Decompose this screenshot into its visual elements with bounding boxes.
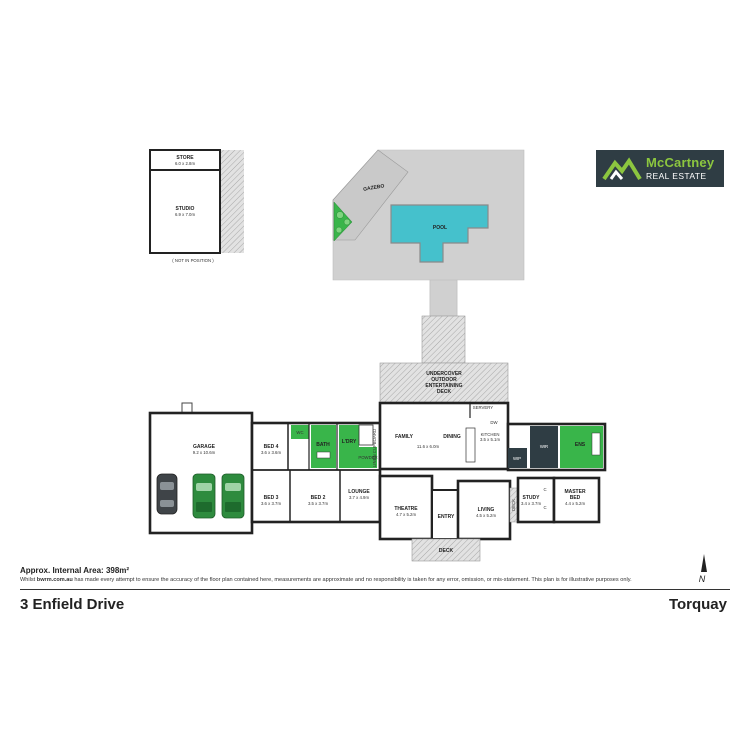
studio-room (149, 169, 221, 254)
pool (390, 204, 489, 263)
garage-door-annex (181, 402, 193, 414)
master-label-line2: BED (570, 495, 581, 501)
car-icon (156, 473, 178, 515)
master-label: MASTER (564, 489, 586, 495)
plant-icon (336, 211, 344, 219)
kitchen-island (465, 427, 476, 463)
car-icon (192, 473, 216, 519)
bed4-dims: 3.6 x 3.6m (261, 450, 281, 455)
kitchen-dims: 3.5 x 5.1m (480, 437, 500, 442)
servery-label: SERVERY (473, 405, 494, 410)
linen-cupboard-label: LINEN CUPBOARD (372, 429, 377, 467)
plant-icon (343, 218, 351, 226)
logo-name: McCartney (646, 155, 715, 170)
master-bed (552, 476, 601, 524)
wir-label: WIR (540, 444, 548, 449)
bed2-dims: 3.5 x 3.7m (308, 501, 328, 506)
gazebo (332, 149, 409, 241)
entry-label: ENTRY (438, 514, 455, 520)
disclaimer: Whilst bwrm.com.au has made every attemp… (20, 577, 632, 583)
ldry-room (339, 425, 359, 468)
kitchen-label: KITCHEN (481, 432, 500, 437)
studio-dims: 6.9 x 7.0m (175, 212, 195, 217)
divider (20, 589, 730, 590)
disclaimer-site[interactable]: bwrm.com.au (36, 577, 73, 583)
store-dims: 6.0 x 2.8m (175, 161, 195, 166)
powder-room (359, 447, 377, 468)
deck-label-line1: UNDERCOVER (426, 371, 462, 377)
studio-label: STUDIO (176, 206, 195, 212)
property-suburb: Torquay (668, 596, 727, 613)
wip-room (508, 448, 527, 468)
path-to-house (429, 279, 458, 317)
bath-vanity (316, 451, 331, 459)
wir-room (530, 426, 558, 468)
deck-label-line3: ENTERTAINING (425, 383, 462, 389)
living-dims: 4.5 x 5.2m (476, 513, 496, 518)
wil-room (358, 424, 374, 446)
lounge-label: LOUNGE (348, 489, 370, 495)
wc-label: WC (296, 430, 303, 435)
store-label: STORE (176, 155, 194, 161)
house: GARAGE 9.2 x 10.6m BED 4 3.6 x 3.6m BATH (148, 401, 607, 562)
front-deck (411, 538, 481, 562)
gazebo-label: GAZEBO (363, 183, 385, 193)
lounge-dims: 3.7 x 4.9m (349, 495, 369, 500)
ldry-label: L'DRY (342, 439, 357, 445)
study-label: STUDY (523, 495, 541, 501)
bed2-label: BED 2 (311, 495, 326, 501)
pool-label: POOL (433, 225, 447, 231)
car-icon (221, 473, 245, 519)
garage-label: GARAGE (193, 444, 216, 450)
family-dining (378, 401, 510, 471)
family-dims: 11.6 x 6.0m (417, 444, 440, 449)
study-dims: 3.4 x 3.7m (521, 501, 541, 506)
deck-label-line4: DECK (437, 389, 452, 395)
dw-label: DW (490, 420, 498, 425)
family-label: FAMILY (395, 434, 414, 440)
wip-label: WIP (513, 456, 521, 461)
bed4-label: BED 4 (264, 444, 279, 450)
deck-lower (379, 362, 509, 404)
living-label: LIVING (478, 507, 495, 513)
front-deck-label: DECK (439, 548, 454, 554)
garage-dims: 9.2 x 10.6m (193, 450, 216, 455)
logo-tagline: REAL ESTATE (646, 171, 707, 181)
outbuilding-hatch (220, 150, 244, 253)
pool-area: GAZEBO POOL (332, 149, 525, 317)
cupboard-label: C (543, 487, 546, 492)
brand-logo: McCartney REAL ESTATE (596, 150, 724, 187)
deck-label-line2: OUTDOOR (431, 377, 457, 383)
theatre-dims: 4.7 x 5.2m (396, 512, 416, 517)
ens-vanity (591, 432, 601, 456)
bed3-dims: 3.6 x 3.7m (261, 501, 281, 506)
north-arrow-icon: N (699, 554, 707, 584)
master-dims: 4.4 x 5.2m (565, 501, 585, 506)
rear-deck: UNDERCOVER OUTDOOR ENTERTAINING DECK (379, 315, 509, 404)
plant-icon (335, 226, 343, 234)
side-deck-label: DECK (511, 499, 516, 511)
deck-upper (421, 315, 466, 364)
bed3-label: BED 3 (264, 495, 279, 501)
property-address: 3 Enfield Drive (20, 596, 125, 613)
internal-area: Approx. Internal Area: 398m² (20, 566, 130, 575)
mountain-icon (602, 157, 642, 181)
ens-label: ENS (575, 442, 586, 448)
cupboard-label: C (543, 505, 546, 510)
compass-label: N (699, 574, 706, 584)
study (516, 476, 556, 524)
outbuilding: STORE 6.0 x 2.8m STUDIO 6.9 x 7.0m ( NOT… (149, 149, 244, 263)
powder-label: POWDER (358, 455, 377, 460)
wc-room (291, 425, 309, 439)
not-in-position-note: ( NOT IN POSITION ) (172, 258, 214, 263)
living (456, 479, 512, 541)
dining-label: DINING (443, 434, 461, 440)
theatre-label: THEATRE (394, 506, 418, 512)
bath-label: BATH (316, 442, 330, 448)
bath-room (311, 425, 336, 468)
